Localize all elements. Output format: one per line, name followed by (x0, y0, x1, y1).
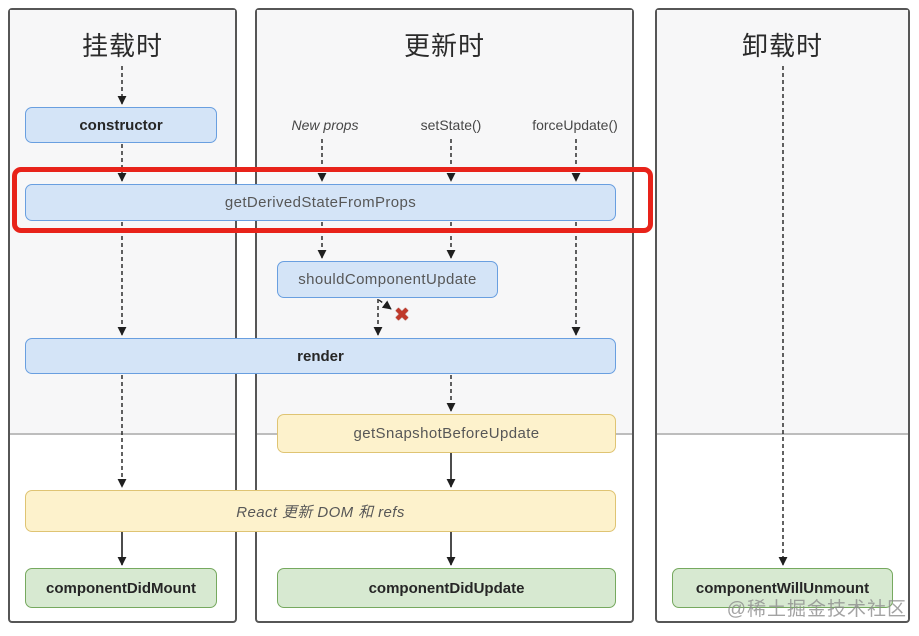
trigger-set-state: setState() (420, 117, 482, 133)
watermark: @稀土掘金技术社区 (726, 599, 907, 620)
node-get-derived-state-from-props: getDerivedStateFromProps (25, 184, 616, 221)
column-mounting-header: 挂载时 (81, 31, 163, 61)
trigger-new-props: New props (291, 117, 359, 133)
node-component-did-mount: componentDidMount (25, 568, 217, 608)
node-should-component-update: shouldComponentUpdate (277, 261, 498, 298)
node-get-snapshot-before-update: getSnapshotBeforeUpdate (277, 414, 616, 453)
node-constructor: constructor (25, 107, 217, 143)
arrow-scu-to-stop (378, 299, 392, 310)
trigger-force-update: forceUpdate() (532, 117, 618, 133)
node-component-will-unmount: componentWillUnmount (672, 568, 893, 608)
node-react-updates-dom-and-refs: React 更新 DOM 和 refs (25, 490, 616, 532)
column-unmounting-header: 卸载时 (741, 31, 823, 61)
column-updating-header: 更新时 (403, 31, 485, 61)
node-component-did-update: componentDidUpdate (277, 568, 616, 608)
node-render: render (25, 338, 616, 374)
stop-cross-icon: ✖ (394, 305, 410, 326)
